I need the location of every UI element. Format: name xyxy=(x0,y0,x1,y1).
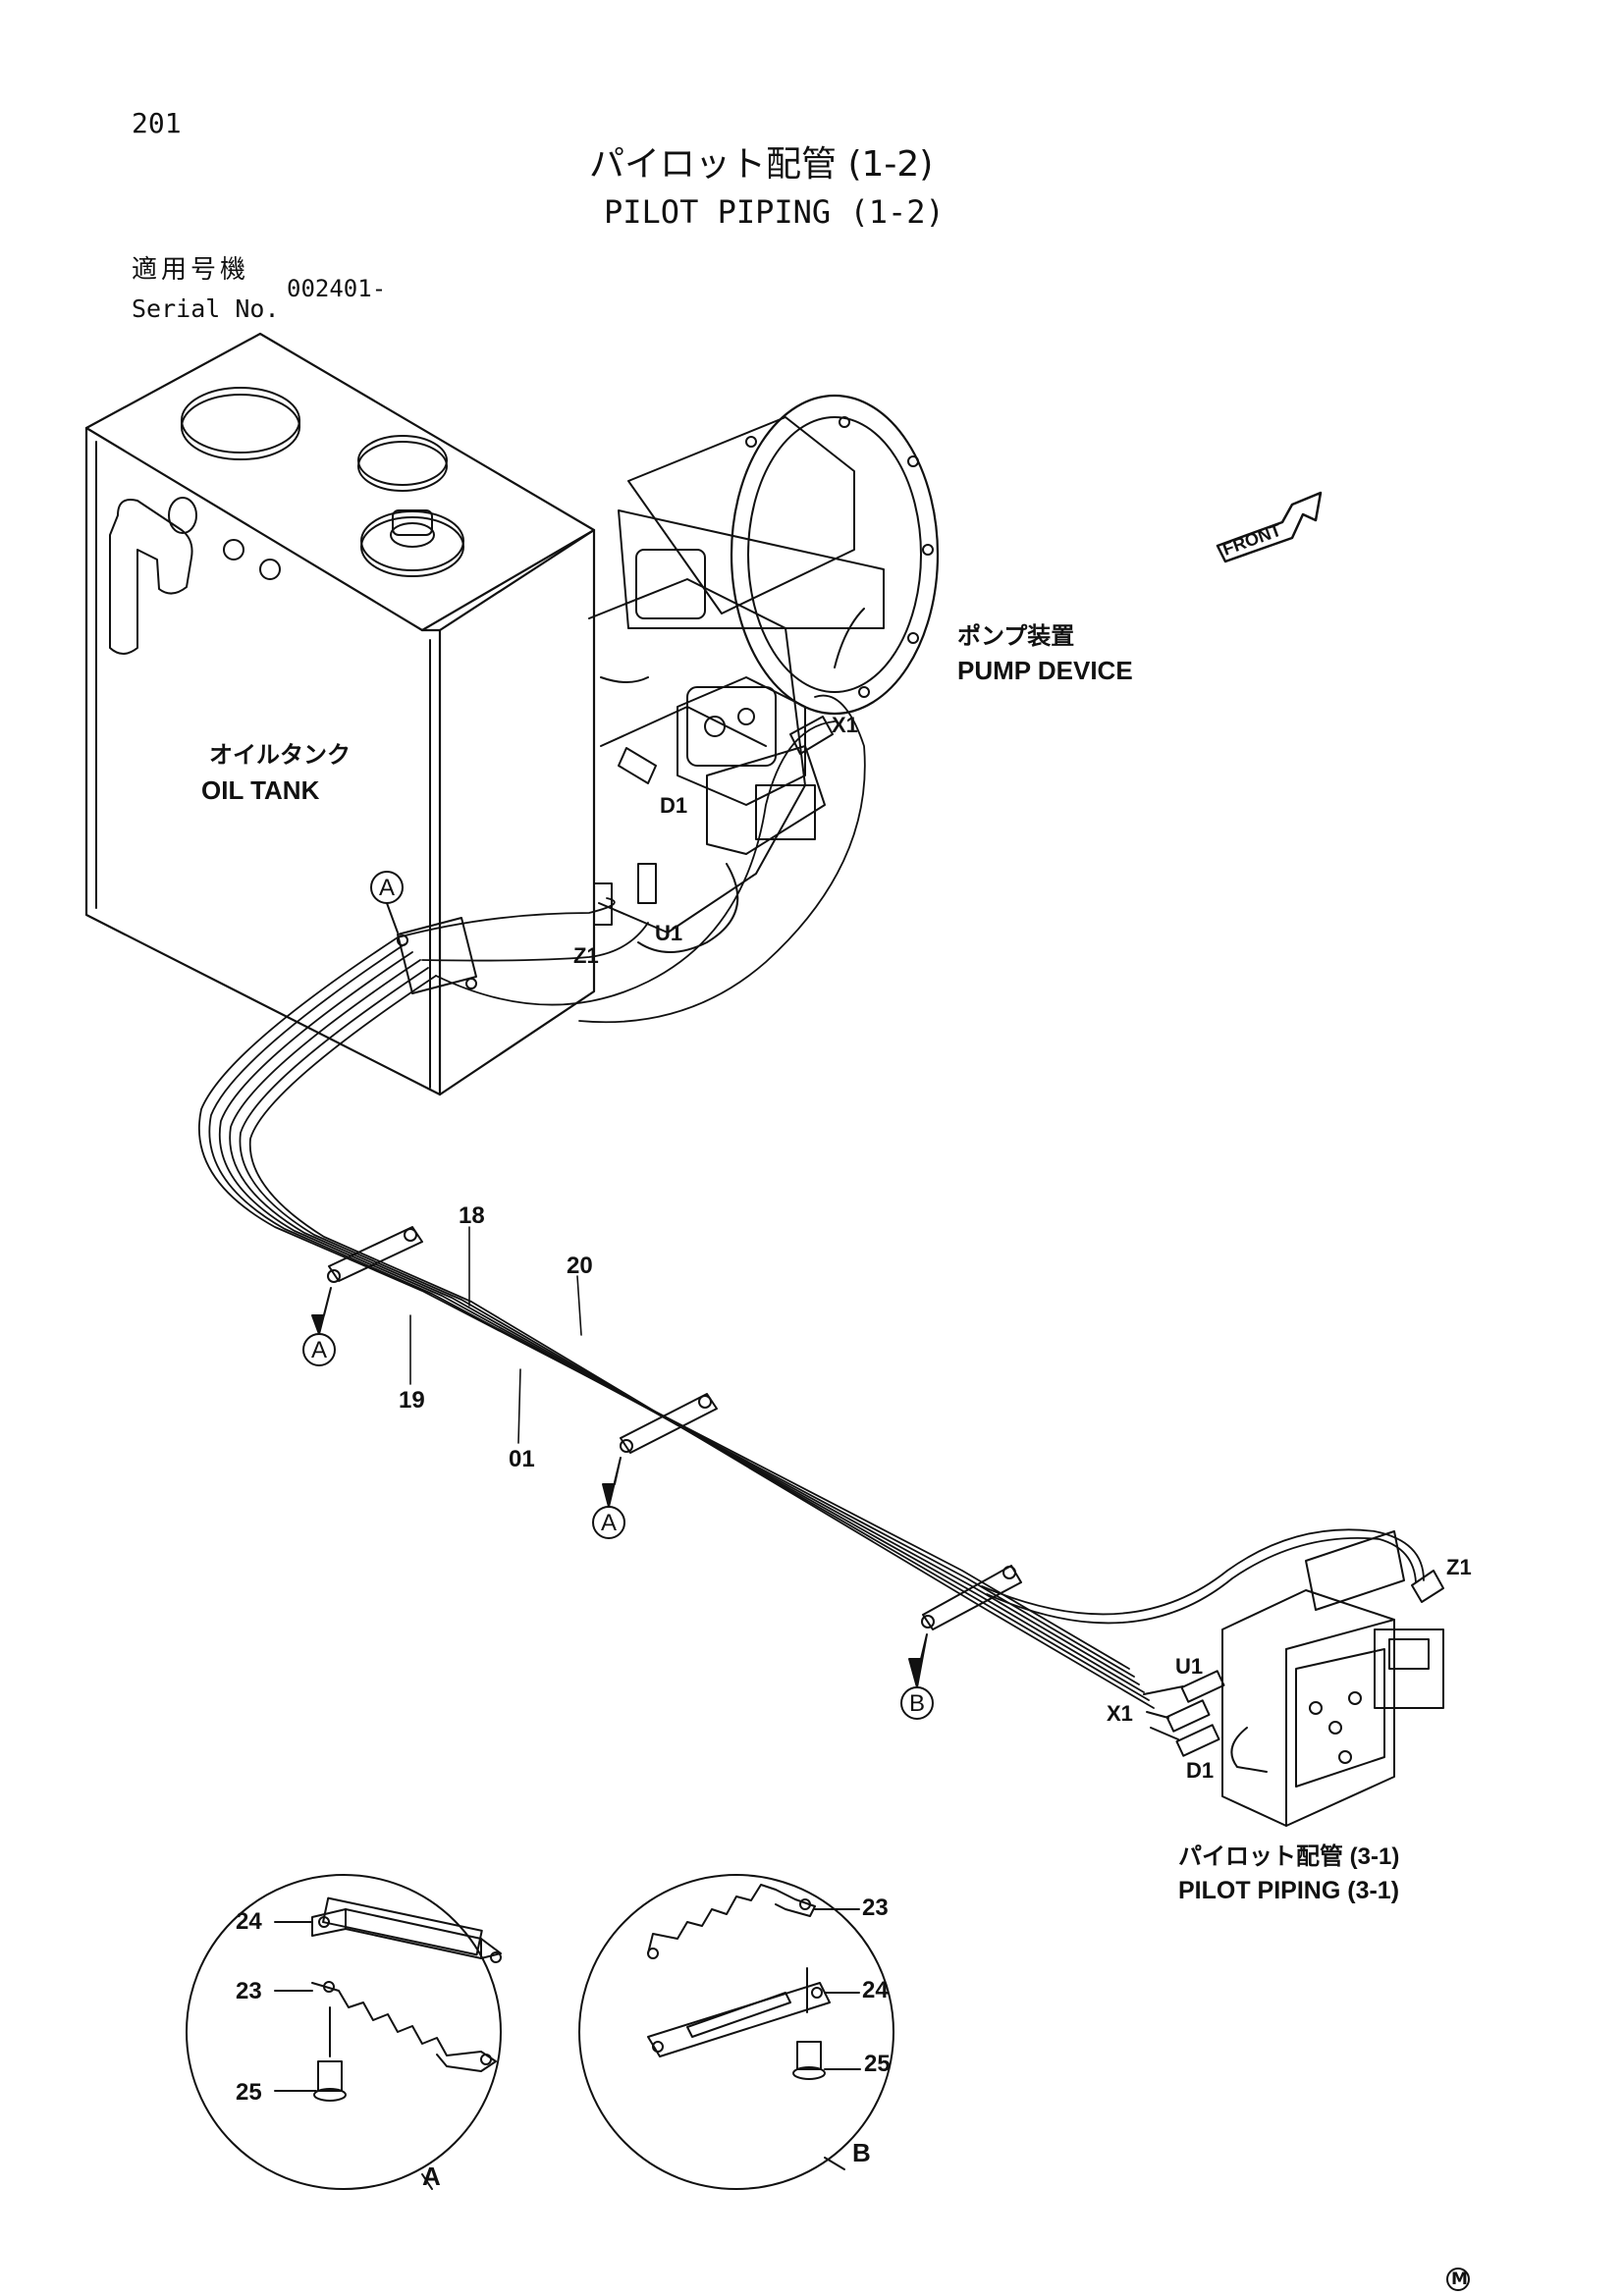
port-label: U1 xyxy=(1175,1654,1204,1679)
port-label: Z1 xyxy=(1446,1555,1472,1579)
serial-label-japanese: 適用号機 xyxy=(132,255,250,285)
port-label: D1 xyxy=(1186,1758,1215,1783)
part-number: 18 xyxy=(459,1202,485,1229)
clamp-marker-letter: A xyxy=(601,1510,618,1536)
leader-lines xyxy=(409,1226,582,1444)
reference-label-japanese: パイロット配管 (3-1) xyxy=(1178,1843,1400,1870)
hose-clamps xyxy=(327,917,1022,1630)
part-number: 25 xyxy=(864,2051,891,2077)
port-label: X1 xyxy=(1107,1701,1133,1726)
port-label: D1 xyxy=(660,793,688,818)
m-mark-circle xyxy=(1446,2268,1470,2291)
part-number: 01 xyxy=(509,1446,535,1472)
clamp-marker-circles xyxy=(302,871,934,1720)
serial-value: 002401- xyxy=(287,275,387,302)
port-label: X1 xyxy=(832,713,858,737)
part-number: 23 xyxy=(236,1978,262,2004)
clamp-marker-letter: A xyxy=(311,1337,328,1363)
part-number: 20 xyxy=(567,1253,593,1279)
control-valve xyxy=(1143,1530,1444,1827)
pump-label-english: PUMP DEVICE xyxy=(957,656,1133,685)
tank-label-english: OIL TANK xyxy=(201,775,320,805)
detail-b xyxy=(578,1874,894,2190)
part-number: 25 xyxy=(236,2079,262,2106)
part-number: 24 xyxy=(862,1977,889,2003)
manufacturer-mark: M xyxy=(1451,2269,1468,2289)
page-number: 201 xyxy=(132,107,182,139)
title-japanese: パイロット配管 (1-2) xyxy=(589,144,934,185)
title-english: PILOT PIPING (1-2) xyxy=(604,193,945,231)
front-arrow-icon: FRONT xyxy=(1216,491,1323,563)
detail-a xyxy=(186,1874,502,2190)
tank-label-japanese: オイルタンク xyxy=(209,742,351,769)
pilot-hoses xyxy=(197,694,1425,1709)
pump-device xyxy=(588,394,940,953)
reference-label-english: PILOT PIPING (3-1) xyxy=(1178,1877,1400,1904)
oil-tank xyxy=(84,332,596,1096)
port-label: Z1 xyxy=(573,943,599,968)
clamp-marker-letter: B xyxy=(909,1690,926,1717)
pump-label-japanese: ポンプ装置 xyxy=(957,623,1075,650)
detail-label: B xyxy=(852,2138,871,2167)
serial-label-english: Serial No. xyxy=(132,294,280,323)
part-number: 19 xyxy=(399,1387,425,1414)
clamp-marker-letter: A xyxy=(379,875,396,901)
part-number: 23 xyxy=(862,1895,889,1921)
